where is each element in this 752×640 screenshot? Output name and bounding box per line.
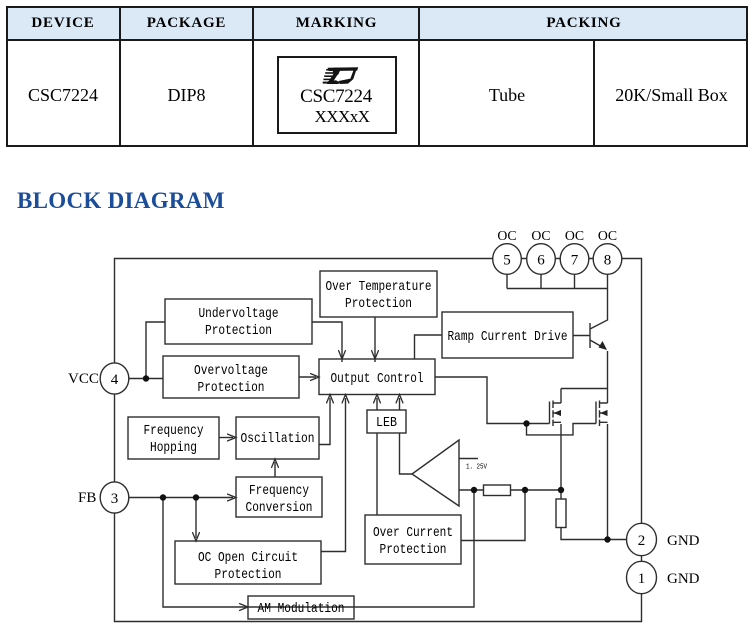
- svg-text:FB: FB: [78, 490, 96, 506]
- svg-text:Output Control: Output Control: [331, 371, 424, 387]
- svg-text:2: 2: [638, 533, 646, 549]
- svg-text:OC Open Circuit: OC Open Circuit: [198, 550, 298, 566]
- svg-text:Protection: Protection: [215, 567, 282, 583]
- svg-text:Over Temperature: Over Temperature: [326, 279, 432, 295]
- svg-text:Conversion: Conversion: [246, 500, 313, 516]
- svg-text:Frequency: Frequency: [144, 423, 204, 439]
- svg-text:6: 6: [537, 253, 545, 269]
- svg-text:Undervoltage: Undervoltage: [199, 306, 279, 322]
- svg-text:4: 4: [111, 372, 119, 388]
- svg-text:Frequency: Frequency: [249, 483, 309, 499]
- svg-text:1. 25V: 1. 25V: [466, 464, 487, 472]
- svg-text:Overvoltage: Overvoltage: [194, 363, 268, 379]
- svg-text:Oscillation: Oscillation: [241, 431, 315, 447]
- svg-text:AM Modulation: AM Modulation: [258, 601, 345, 617]
- svg-text:3: 3: [111, 491, 119, 507]
- svg-text:Protection: Protection: [198, 380, 265, 396]
- svg-text:8: 8: [604, 253, 612, 269]
- svg-text:GND: GND: [667, 571, 700, 587]
- svg-text:1: 1: [638, 571, 646, 587]
- svg-text:Protection: Protection: [345, 296, 412, 312]
- svg-text:OC: OC: [598, 228, 617, 243]
- svg-text:Ramp Current Drive: Ramp Current Drive: [448, 329, 568, 345]
- svg-text:5: 5: [503, 253, 511, 269]
- svg-text:Over Current: Over Current: [373, 525, 453, 541]
- svg-text:LEB: LEB: [376, 415, 397, 431]
- svg-text:OC: OC: [531, 228, 550, 243]
- svg-text:VCC: VCC: [68, 371, 99, 387]
- svg-text:OC: OC: [565, 228, 584, 243]
- svg-text:Hopping: Hopping: [150, 440, 197, 456]
- svg-text:Protection: Protection: [380, 542, 447, 558]
- svg-text:Protection: Protection: [205, 323, 272, 339]
- svg-text:GND: GND: [667, 533, 700, 549]
- svg-text:7: 7: [571, 253, 579, 269]
- svg-text:OC: OC: [497, 228, 516, 243]
